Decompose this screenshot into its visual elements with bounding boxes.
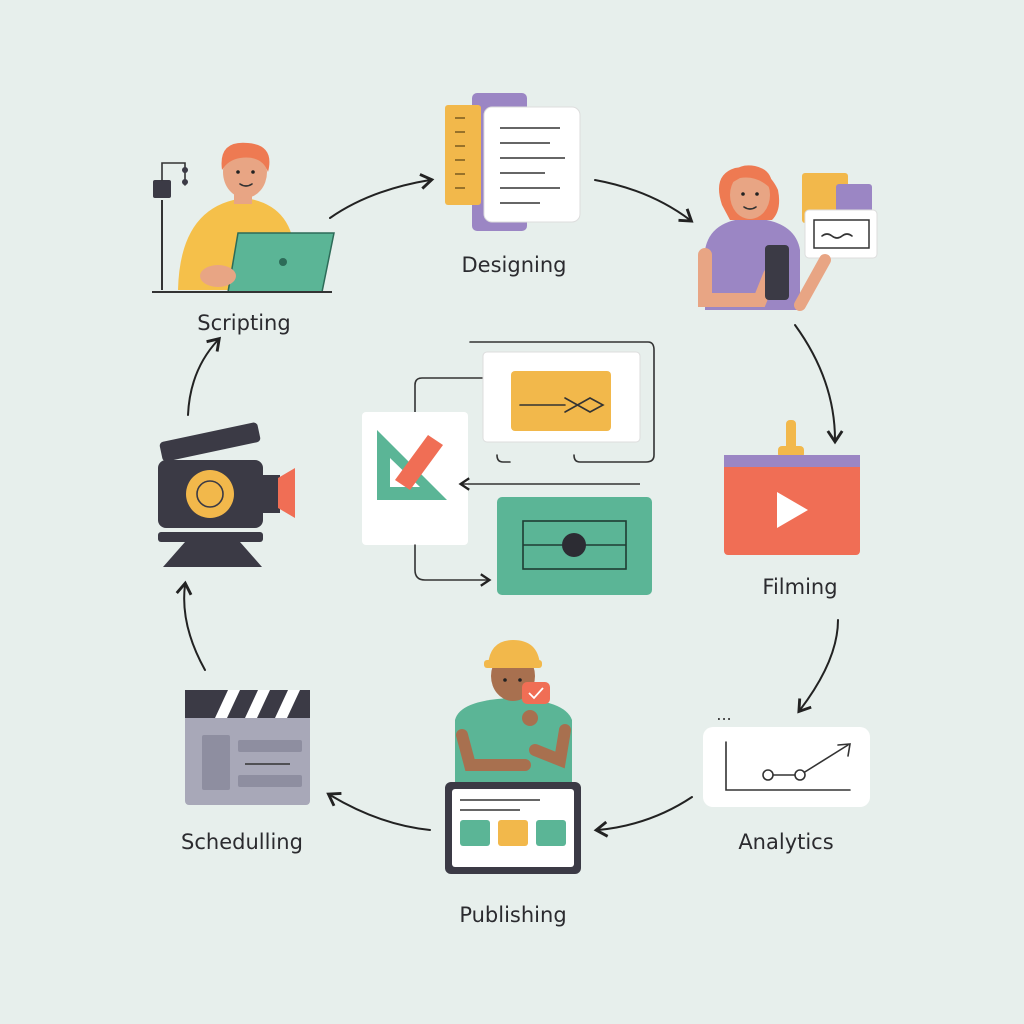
arrow-filming-down [794,324,844,445]
arrow-scheduling-to-camera [175,580,206,671]
label-scripting: Scripting [197,311,290,335]
scripting-person-illustration [152,142,335,293]
analytics-chart-icon [703,727,870,807]
analytics-ellipsis: ... [716,705,731,724]
arrow-analytics-to-publishing [593,796,693,838]
filming-video-player-icon [724,420,860,555]
label-analytics: Analytics [738,830,833,854]
label-publishing: Publishing [459,903,566,927]
arrow-filming-to-analytics [797,619,839,714]
label-scheduling: Schedulling [181,830,303,854]
arrow-scripting-to-designing [329,173,435,219]
publishing-person-illustration [445,640,581,874]
center-design-workflow [362,341,655,595]
arrow-camera-to-scripting [187,336,221,416]
label-filming: Filming [762,575,837,599]
scheduling-clapperboard-icon [185,690,310,805]
arrow-designing-to-filming [594,179,694,223]
designing-documents-icon [445,93,581,231]
label-designing: Designing [462,253,567,277]
filming-person-illustration [698,165,878,311]
cycle-arrows [175,173,844,838]
video-camera-icon [158,422,295,567]
arrow-publishing-to-scheduling [326,792,431,831]
